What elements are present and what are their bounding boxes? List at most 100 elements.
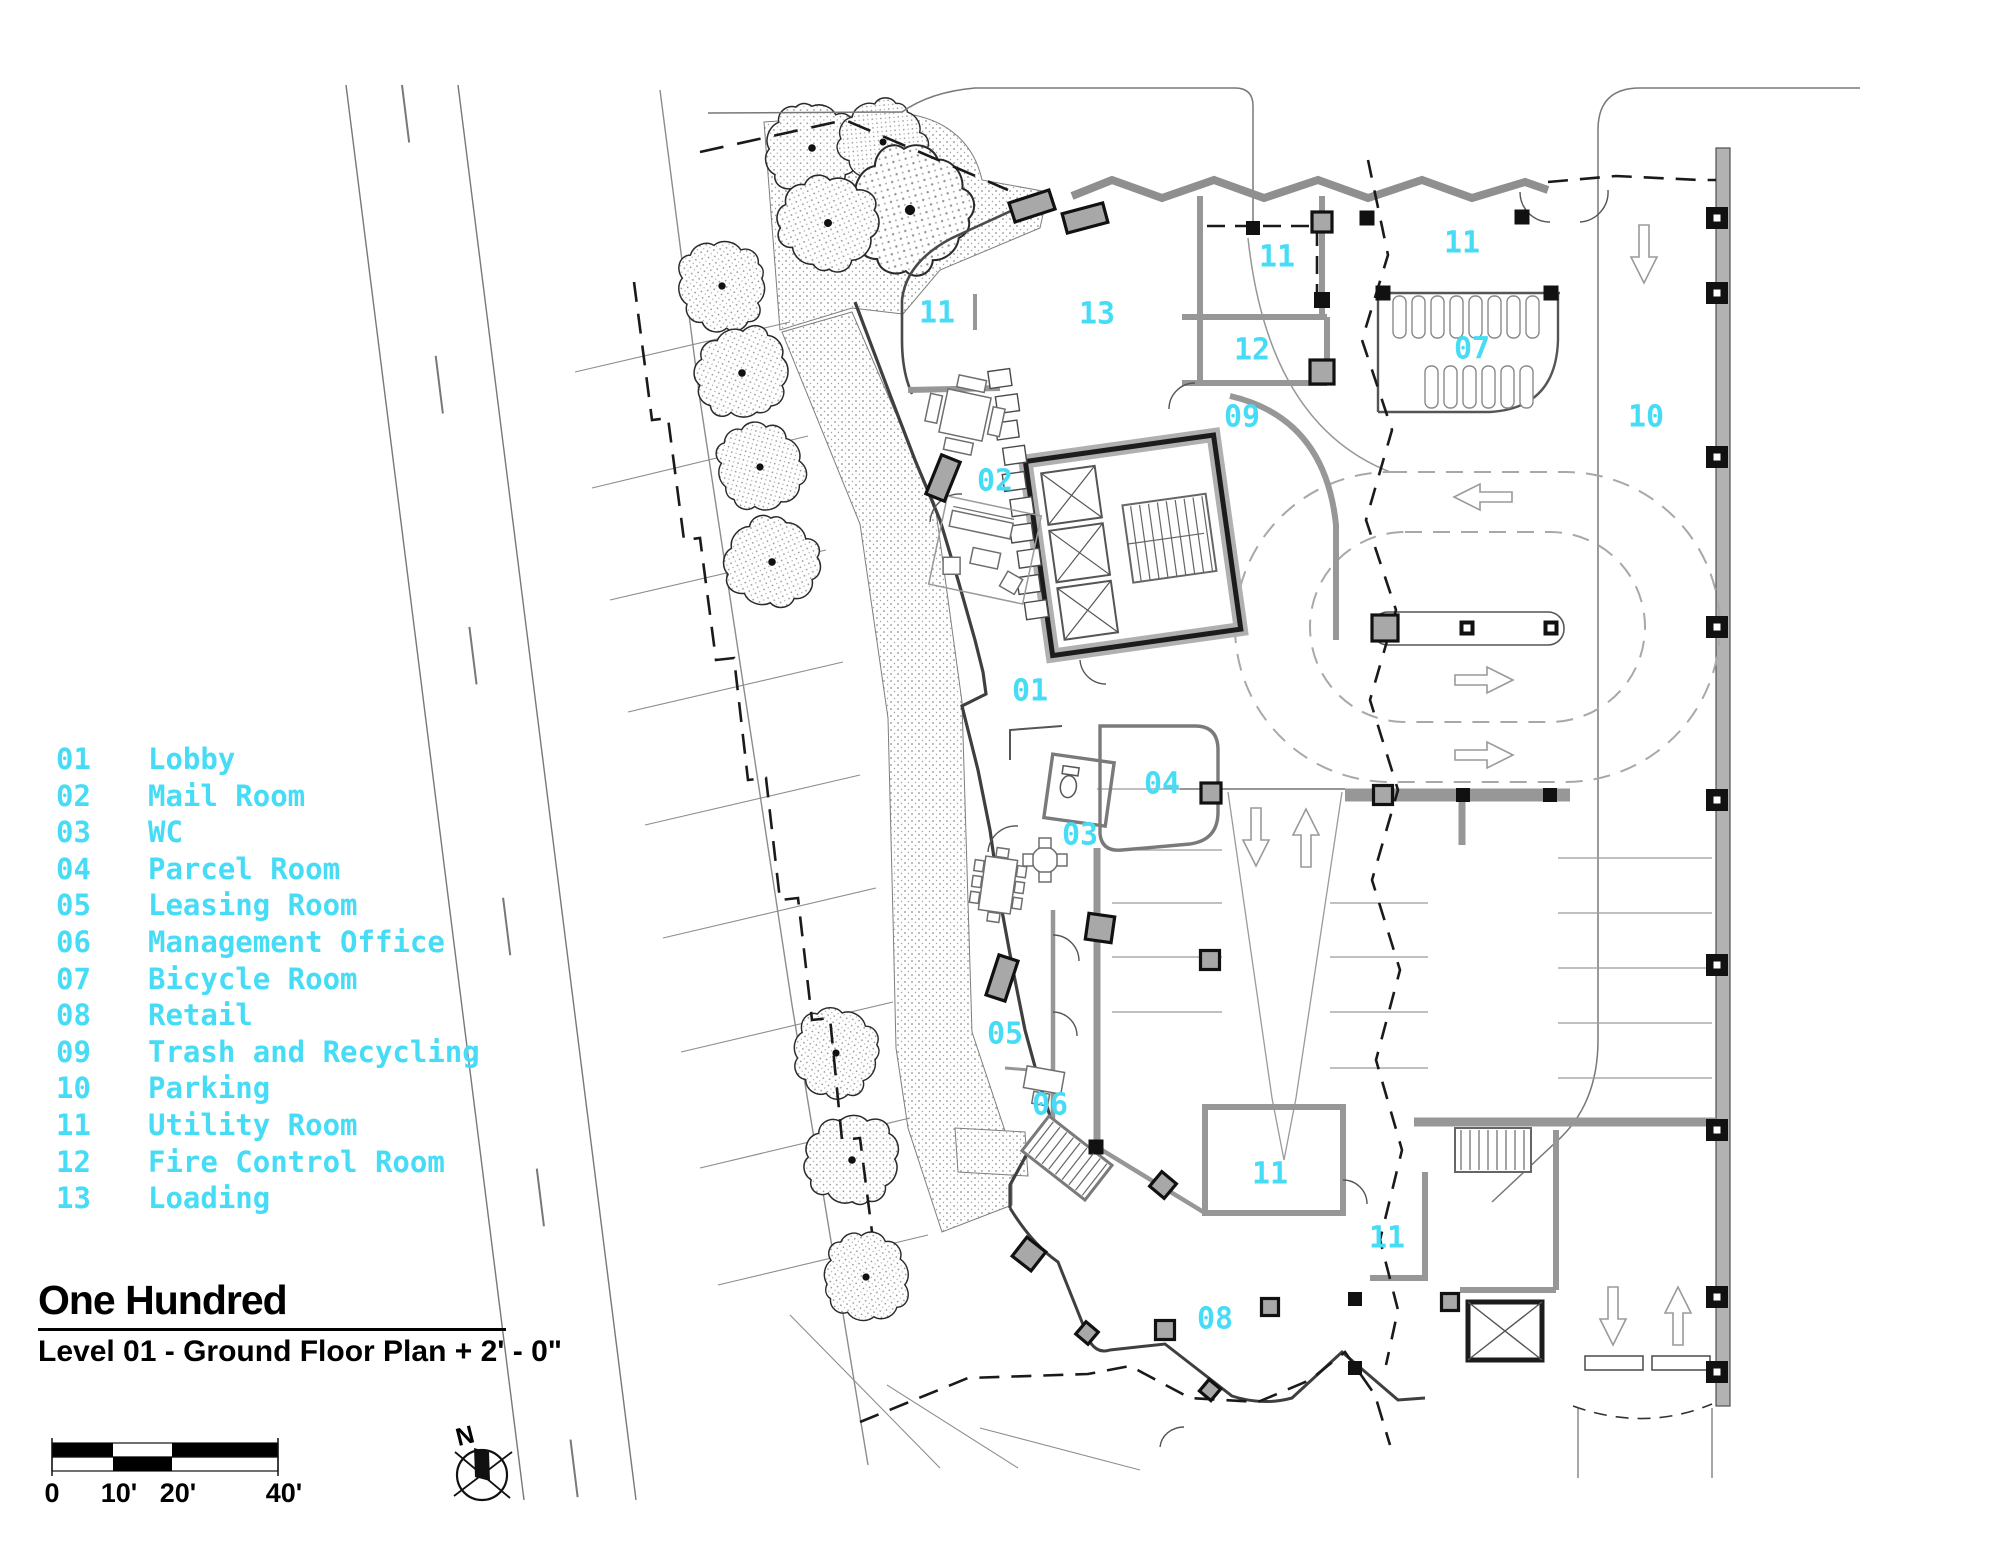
bike-rack (1443, 365, 1458, 409)
room-label: 03 (1062, 818, 1098, 853)
column (1375, 285, 1391, 301)
scale-label: 20' (160, 1478, 196, 1508)
column (1706, 954, 1728, 976)
room-label: 12 (1234, 333, 1270, 368)
room-label: 04 (1144, 767, 1180, 802)
room-label: 09 (1224, 400, 1260, 435)
column (1348, 1292, 1362, 1306)
bike-rack (1525, 295, 1540, 339)
bike-racks (1392, 295, 1540, 409)
room-label: 11 (1252, 1157, 1288, 1192)
core (1017, 427, 1249, 664)
building (632, 118, 1716, 1448)
column (1459, 620, 1475, 636)
legend-item: 02 Mail Room (56, 778, 480, 815)
legend-item-label: WC (148, 815, 183, 850)
legend-item-label: Management Office (148, 924, 445, 959)
legend-item-label: Parcel Room (148, 851, 341, 886)
bike-rack (1506, 295, 1521, 339)
room-label: 13 (1079, 297, 1115, 332)
column (1259, 1296, 1281, 1318)
bike-rack (1449, 295, 1464, 339)
legend-item-label: Trash and Recycling (148, 1034, 480, 1069)
legend-item: 04 Parcel Room (56, 851, 480, 888)
column (1706, 789, 1728, 811)
column (1308, 358, 1336, 386)
stair-tread-group (1028, 1121, 1108, 1196)
bike-rack (1392, 295, 1407, 339)
scale-label: 10' (101, 1478, 137, 1508)
north-wavy-wall (1070, 175, 1550, 203)
bike-rack (1481, 365, 1496, 409)
bike-rack (1468, 295, 1483, 339)
legend-item-number: 10 (56, 1071, 91, 1106)
column (1543, 285, 1559, 301)
legend-item: 06 Management Office (56, 924, 480, 961)
column (1359, 210, 1375, 226)
column (1009, 1234, 1049, 1274)
sheet-title: Level 01 - Ground Floor Plan + 2' - 0" (38, 1335, 562, 1368)
legend-item-number: 12 (56, 1144, 91, 1179)
legend-item-label: Mail Room (148, 778, 306, 813)
parking-elevator (1465, 1299, 1545, 1363)
scale-label: 0 (44, 1478, 59, 1508)
bike-rack (1424, 365, 1439, 409)
stair-treads (1028, 496, 1525, 1196)
dashed-boundary-lines (632, 118, 1716, 1446)
room-label: 07 (1454, 332, 1490, 367)
room-label: 11 (1444, 226, 1480, 261)
bike-rack (1487, 295, 1502, 339)
legend-item: 03 WC (56, 814, 480, 851)
column (1543, 620, 1559, 636)
legend-item-number: 04 (56, 851, 91, 886)
room-label: 11 (1369, 1221, 1405, 1256)
drive-aisle-dashed (1234, 471, 1721, 783)
garage-entry (1572, 1355, 1713, 1478)
legend-item-number: 03 (56, 815, 91, 850)
room-label: 02 (977, 464, 1013, 499)
meeting-table (968, 846, 1028, 924)
column (1348, 1361, 1362, 1375)
dining-table (924, 374, 1006, 456)
column (1198, 948, 1222, 972)
legend-item-number: 05 (56, 888, 91, 923)
core-stair (1121, 492, 1218, 584)
column (1706, 1119, 1728, 1141)
furniture (924, 374, 1068, 1107)
project-title: One Hundred (38, 1277, 288, 1323)
column (1153, 1318, 1177, 1342)
parking-stair (1454, 1127, 1532, 1173)
bike-rack (1430, 295, 1445, 339)
legend-item-number: 13 (56, 1181, 91, 1216)
legend-item-label: Leasing Room (148, 888, 358, 923)
title-rule (38, 1328, 506, 1331)
legend-item-number: 01 (56, 742, 91, 776)
east-wall (1715, 147, 1731, 1407)
column (1371, 783, 1395, 807)
legend-item-number: 06 (56, 924, 91, 959)
tree-icon (699, 405, 820, 527)
utility-room-south (1202, 1104, 1346, 1216)
entry-door-block (1060, 200, 1110, 236)
room-label: 11 (919, 296, 955, 331)
room-label: 05 (987, 1017, 1023, 1052)
column (1314, 292, 1330, 308)
office-desk (1022, 1064, 1066, 1107)
north-label: N (453, 1420, 477, 1452)
column (1706, 1361, 1728, 1383)
legend-item-number: 02 (56, 778, 91, 813)
north-arrow: N (453, 1420, 513, 1502)
bike-rack (1500, 365, 1515, 409)
bike-rack (1519, 365, 1534, 409)
column (1706, 616, 1728, 638)
